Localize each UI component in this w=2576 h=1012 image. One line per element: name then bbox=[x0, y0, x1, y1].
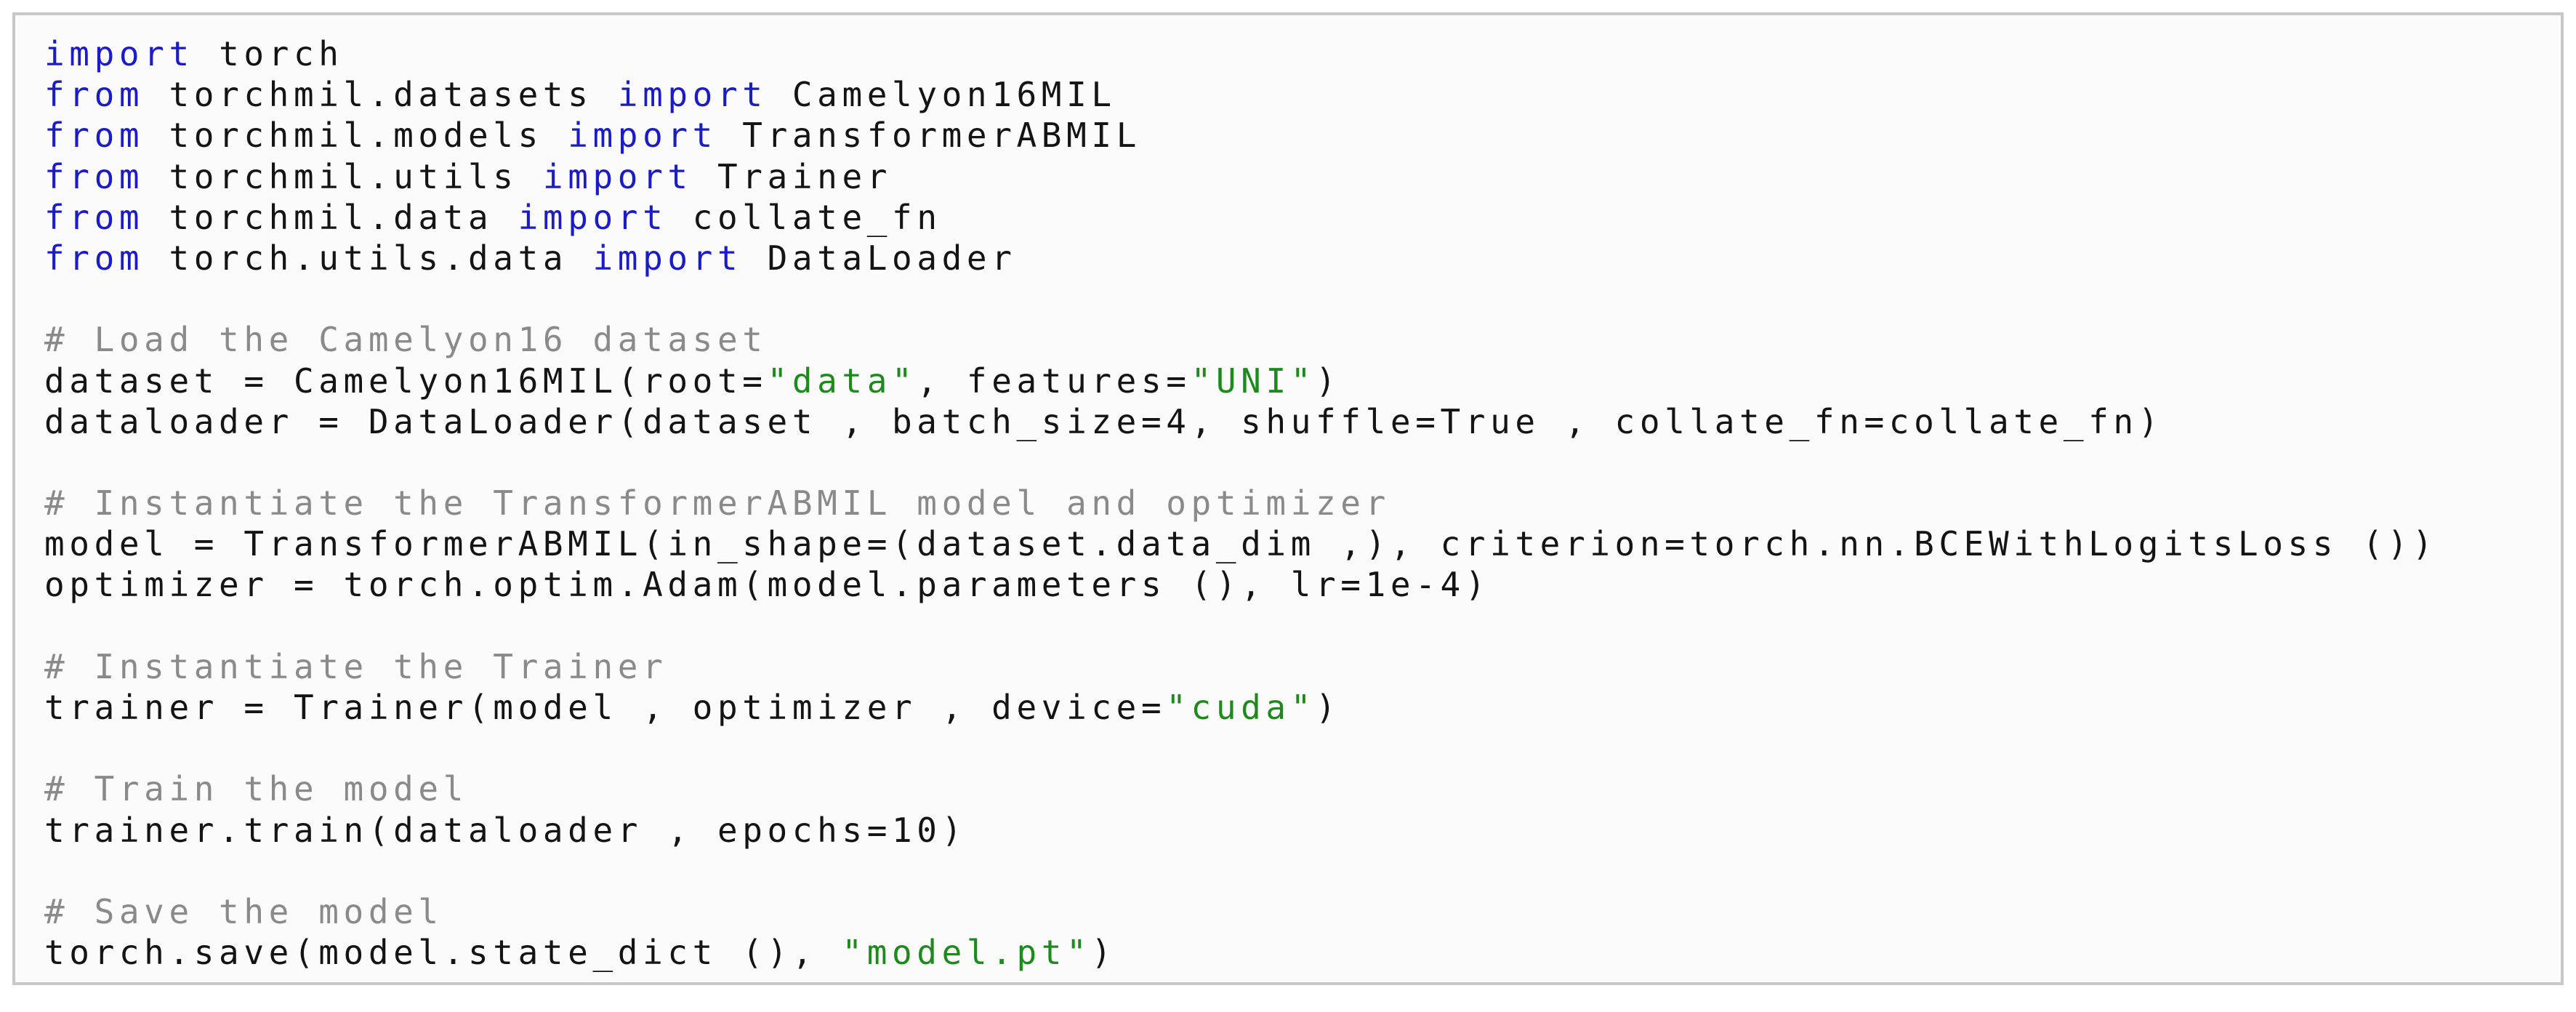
code-text: ) bbox=[1316, 361, 1341, 401]
code-text: trainer = Trainer(model , optimizer , de… bbox=[44, 688, 1167, 727]
code-line: # Load the Camelyon16 dataset bbox=[44, 319, 2437, 360]
code-string: "data" bbox=[767, 361, 917, 401]
code-keyword: import bbox=[518, 197, 668, 237]
code-string: "UNI" bbox=[1191, 361, 1316, 401]
code-line: dataset = Camelyon16MIL(root="data", fea… bbox=[44, 361, 2437, 401]
code-text: Camelyon16MIL bbox=[767, 75, 1116, 115]
code-keyword: from bbox=[44, 197, 145, 237]
code-text: DataLoader bbox=[742, 238, 1017, 278]
code-text: Trainer bbox=[692, 156, 893, 196]
code-text: trainer.train(dataloader , epochs=10) bbox=[44, 810, 967, 850]
code-text: ) bbox=[1091, 933, 1116, 973]
code-string: "model.pt" bbox=[842, 933, 1092, 973]
code-text: torch bbox=[193, 34, 344, 73]
code-line: model = TransformerABMIL(in_shape=(datas… bbox=[44, 523, 2437, 564]
code-text: torchmil.models bbox=[144, 116, 568, 156]
code-text: model = TransformerABMIL(in_shape=(datas… bbox=[44, 524, 2438, 564]
code-text: torchmil.data bbox=[144, 197, 518, 237]
code-line bbox=[44, 442, 2437, 483]
code-line: from torch.utils.data import DataLoader bbox=[44, 238, 2437, 278]
code-line: from torchmil.datasets import Camelyon16… bbox=[44, 74, 2437, 115]
code-text: torch.utils.data bbox=[144, 238, 593, 278]
code-keyword: from bbox=[44, 116, 145, 156]
code-line: # Instantiate the Trainer bbox=[44, 646, 2437, 687]
code-text: torchmil.utils bbox=[144, 156, 543, 196]
code-line: torch.save(model.state_dict (), "model.p… bbox=[44, 932, 2437, 973]
code-line: dataloader = DataLoader(dataset , batch_… bbox=[44, 401, 2437, 442]
code-line: from torchmil.models import TransformerA… bbox=[44, 115, 2437, 156]
code-keyword: from bbox=[44, 238, 145, 278]
code-keyword: from bbox=[44, 75, 145, 115]
code-keyword: import bbox=[592, 238, 743, 278]
code-line bbox=[44, 728, 2437, 768]
code-line bbox=[44, 278, 2437, 319]
code-keyword: import bbox=[568, 116, 717, 156]
code-text: dataloader = DataLoader(dataset , batch_… bbox=[44, 401, 2164, 441]
code-line: optimizer = torch.optim.Adam(model.param… bbox=[44, 564, 2437, 605]
code-text: ) bbox=[1316, 688, 1341, 727]
code-keyword: import bbox=[44, 34, 194, 73]
code-text: dataset = Camelyon16MIL(root= bbox=[44, 361, 768, 401]
code-comment: # Save the model bbox=[44, 891, 443, 931]
code-text: TransformerABMIL bbox=[717, 116, 1141, 156]
code-line: # Instantiate the TransformerABMIL model… bbox=[44, 483, 2437, 523]
code-comment: # Instantiate the TransformerABMIL model… bbox=[44, 483, 1390, 523]
code-string: "cuda" bbox=[1166, 688, 1316, 727]
code-line: trainer = Trainer(model , optimizer , de… bbox=[44, 687, 2437, 728]
code-comment: # Train the model bbox=[44, 769, 469, 809]
code-text: torchmil.datasets bbox=[144, 75, 618, 115]
code-line bbox=[44, 606, 2437, 646]
code-comment: # Instantiate the Trainer bbox=[44, 646, 668, 686]
code-line: # Train the model bbox=[44, 768, 2437, 809]
code-line: # Save the model bbox=[44, 891, 2437, 932]
code-comment: # Load the Camelyon16 dataset bbox=[44, 320, 768, 360]
code-line: import torch bbox=[44, 33, 2437, 74]
code-text: , features= bbox=[917, 361, 1191, 401]
code-line bbox=[44, 851, 2437, 891]
code-keyword: import bbox=[617, 75, 768, 115]
code-line: from torchmil.utils import Trainer bbox=[44, 156, 2437, 197]
code-text: collate_fn bbox=[667, 197, 942, 237]
code-line: trainer.train(dataloader , epochs=10) bbox=[44, 810, 2437, 851]
code-keyword: from bbox=[44, 156, 145, 196]
code-keyword: import bbox=[542, 156, 693, 196]
code-text: optimizer = torch.optim.Adam(model.param… bbox=[44, 565, 1491, 605]
code-text: torch.save(model.state_dict (), bbox=[44, 933, 842, 973]
code-line: from torchmil.data import collate_fn bbox=[44, 197, 2437, 238]
